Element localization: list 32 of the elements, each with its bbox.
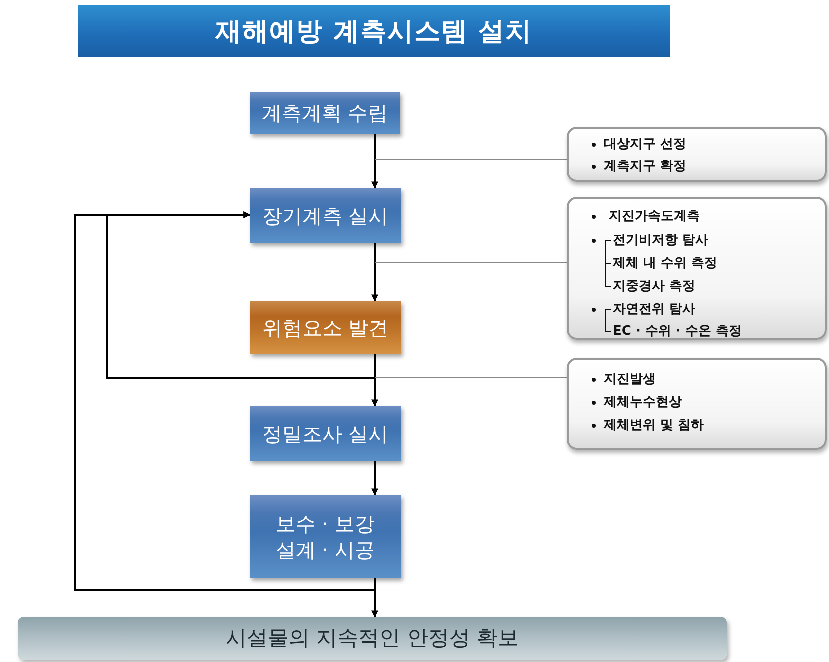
arrow bbox=[372, 461, 378, 496]
list-item: 대상지구 선정 bbox=[604, 137, 687, 153]
box-label: 보수 · 보강 설계 · 시공 bbox=[274, 510, 376, 562]
leader-line bbox=[374, 262, 568, 264]
box-label: 시설물의 지속적인 안정성 확보 bbox=[224, 624, 520, 652]
note-box bbox=[567, 197, 827, 340]
list-item: 지중경사 측정 bbox=[613, 279, 696, 295]
list-item: 제체 내 수위 측정 bbox=[613, 256, 718, 272]
arrow bbox=[74, 212, 376, 591]
process-box bbox=[250, 406, 401, 461]
process-box bbox=[250, 495, 401, 578]
list-item: 전기비저항 탐사 bbox=[613, 233, 709, 249]
list-item: 제체누수현상 bbox=[604, 395, 682, 411]
list-item: 계측지구 확정 bbox=[604, 159, 687, 175]
arrow bbox=[372, 243, 378, 302]
process-box bbox=[250, 188, 401, 243]
list-item: 제체변위 및 침하 bbox=[604, 418, 704, 434]
list-item: 지진발생 bbox=[604, 372, 656, 388]
process-box bbox=[250, 92, 400, 134]
list-item: EC · 수위 · 수온 측정 bbox=[613, 324, 742, 340]
highlight-box bbox=[250, 301, 401, 354]
box-label: 장기계측 실시 bbox=[261, 202, 390, 228]
list-item: 자연전위 탐사 bbox=[613, 302, 696, 318]
box-label: 위험요소 발견 bbox=[261, 314, 390, 340]
arrow bbox=[372, 134, 378, 189]
note-box bbox=[567, 358, 827, 450]
title-banner: 재해예방 계측시스템 설치 bbox=[78, 5, 670, 57]
box-label: 계측계획 수립 bbox=[260, 100, 390, 126]
list-item: 지진가속도계측 bbox=[609, 209, 700, 225]
box-label: 정밀조사 실시 bbox=[261, 420, 390, 446]
result-bar bbox=[18, 617, 727, 660]
note-box bbox=[567, 127, 827, 182]
